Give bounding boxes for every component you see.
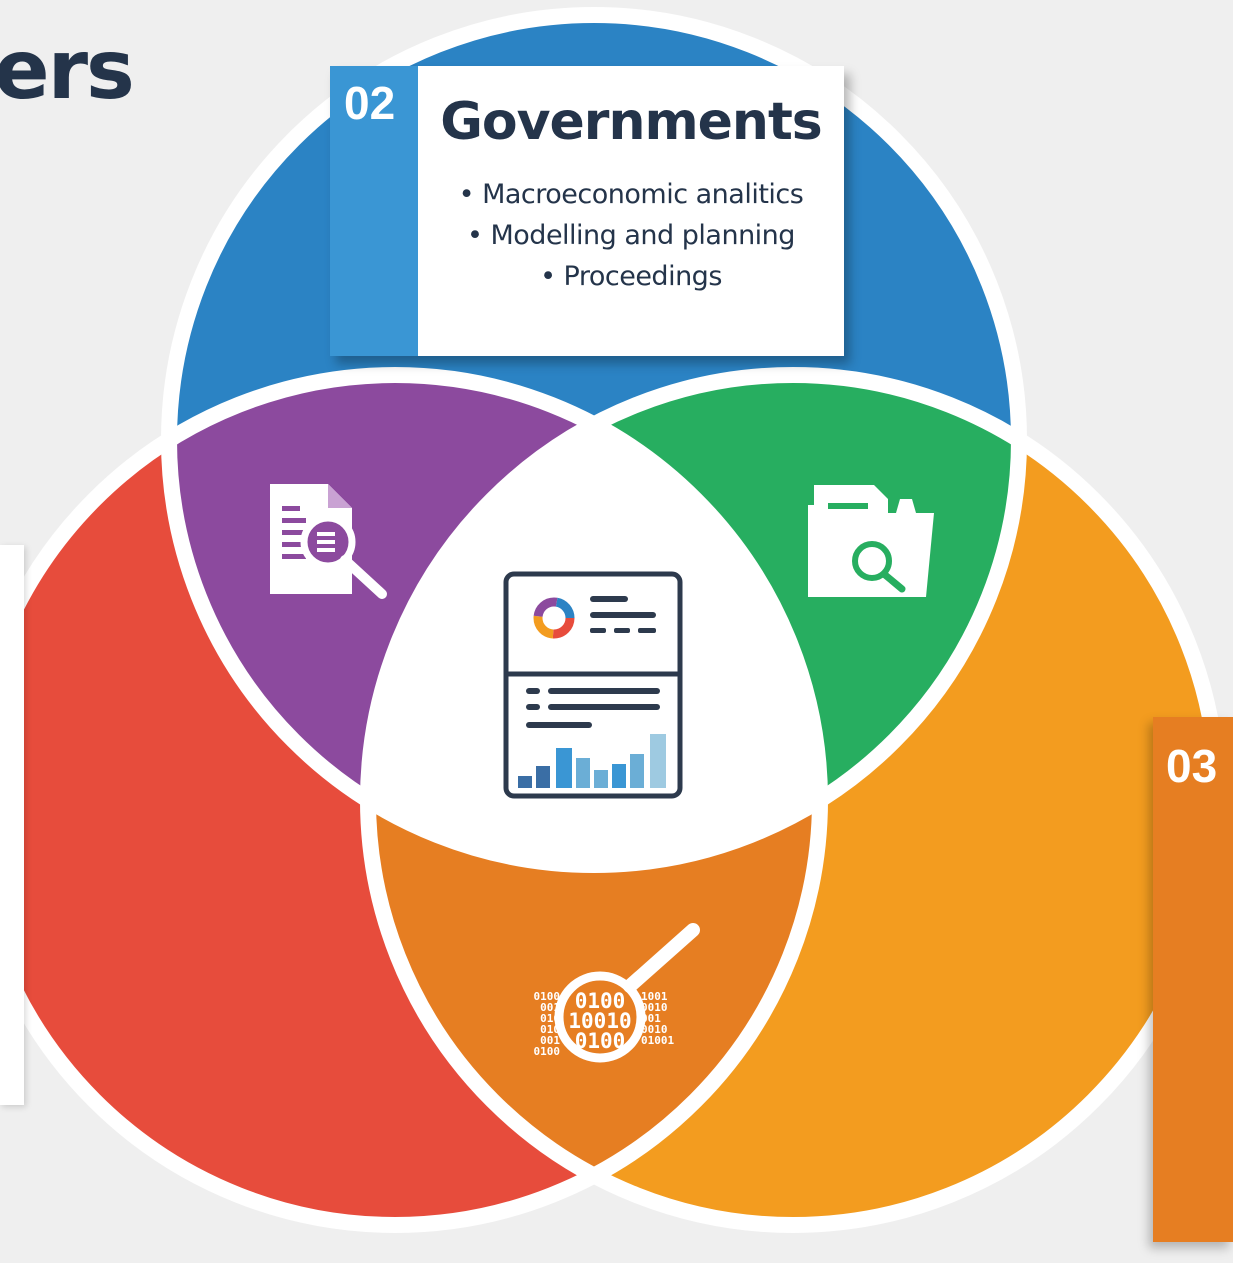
governments-card-body: Governments •Macroeconomic analitics •Mo…: [418, 66, 844, 356]
governments-number: 02: [344, 77, 396, 129]
governments-card: 02 Governments •Macroeconomic analitics …: [330, 66, 844, 356]
binary-text: 1001: [641, 990, 668, 1003]
governments-list-item: •Macroeconomic analitics: [458, 179, 804, 210]
folder-search-icon: [808, 485, 934, 597]
binary-text: 0100: [534, 1045, 561, 1058]
binary-text: 0010: [641, 1023, 668, 1036]
governments-list: •Macroeconomic analitics •Modelling and …: [418, 174, 844, 297]
binary-text: 001: [540, 1034, 560, 1047]
right-card-partial: 03: [1153, 717, 1233, 1242]
governments-list-item: •Modelling and planning: [467, 220, 795, 251]
dashboard-report-icon: [503, 571, 683, 799]
binary-text: 010: [540, 1023, 560, 1036]
binary-text: 001: [641, 1012, 661, 1025]
document-search-icon: [270, 484, 387, 599]
right-card-number: 03: [1166, 740, 1218, 792]
binary-text: 0100: [575, 1029, 626, 1053]
page-title-partial: ers: [0, 23, 135, 118]
binary-text: 0100: [534, 990, 561, 1003]
left-card-edge: [0, 545, 24, 1105]
binary-text: 10010: [568, 1009, 631, 1033]
binary-text: 01001: [641, 1034, 674, 1047]
governments-title: Governments: [440, 92, 823, 152]
governments-list-item: •Proceedings: [540, 261, 722, 292]
binary-text: 0010: [641, 1001, 668, 1014]
binary-text: 0100: [575, 989, 626, 1013]
governments-number-tab: 02: [330, 66, 418, 356]
